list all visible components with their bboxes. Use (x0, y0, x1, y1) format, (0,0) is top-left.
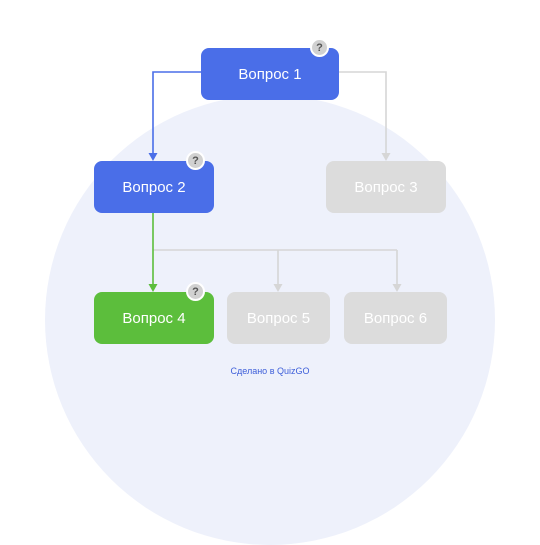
node-label: Вопрос 6 (363, 309, 428, 327)
help-badge-icon[interactable]: ? (310, 38, 329, 57)
edge-q1-q2 (152, 71, 201, 155)
help-badge-icon[interactable]: ? (186, 151, 205, 170)
node-label: Вопрос 3 (354, 178, 418, 196)
arrowhead-q2-q6 (392, 284, 402, 292)
node-question-3[interactable]: Вопрос 3 (326, 161, 446, 213)
node-question-2[interactable]: Вопрос 2 (94, 161, 214, 213)
node-label: Вопрос 5 (246, 309, 311, 327)
node-question-6[interactable]: Вопрос 6 (344, 292, 447, 344)
arrowhead-q2-q5 (273, 284, 283, 292)
help-badge-icon[interactable]: ? (186, 282, 205, 301)
arrowhead-q1-q2 (148, 153, 158, 161)
arrowhead-q1-q3 (381, 153, 391, 161)
node-label: Вопрос 4 (122, 309, 186, 327)
node-label: Вопрос 2 (122, 178, 186, 196)
edge-q1-q3 (339, 71, 387, 155)
arrowhead-q2-q4 (148, 284, 158, 292)
node-label: Вопрос 1 (238, 65, 302, 83)
connectors (148, 71, 402, 292)
node-question-5[interactable]: Вопрос 5 (227, 292, 330, 344)
footer-made-with[interactable]: Сделано в QuizGO (230, 366, 310, 376)
